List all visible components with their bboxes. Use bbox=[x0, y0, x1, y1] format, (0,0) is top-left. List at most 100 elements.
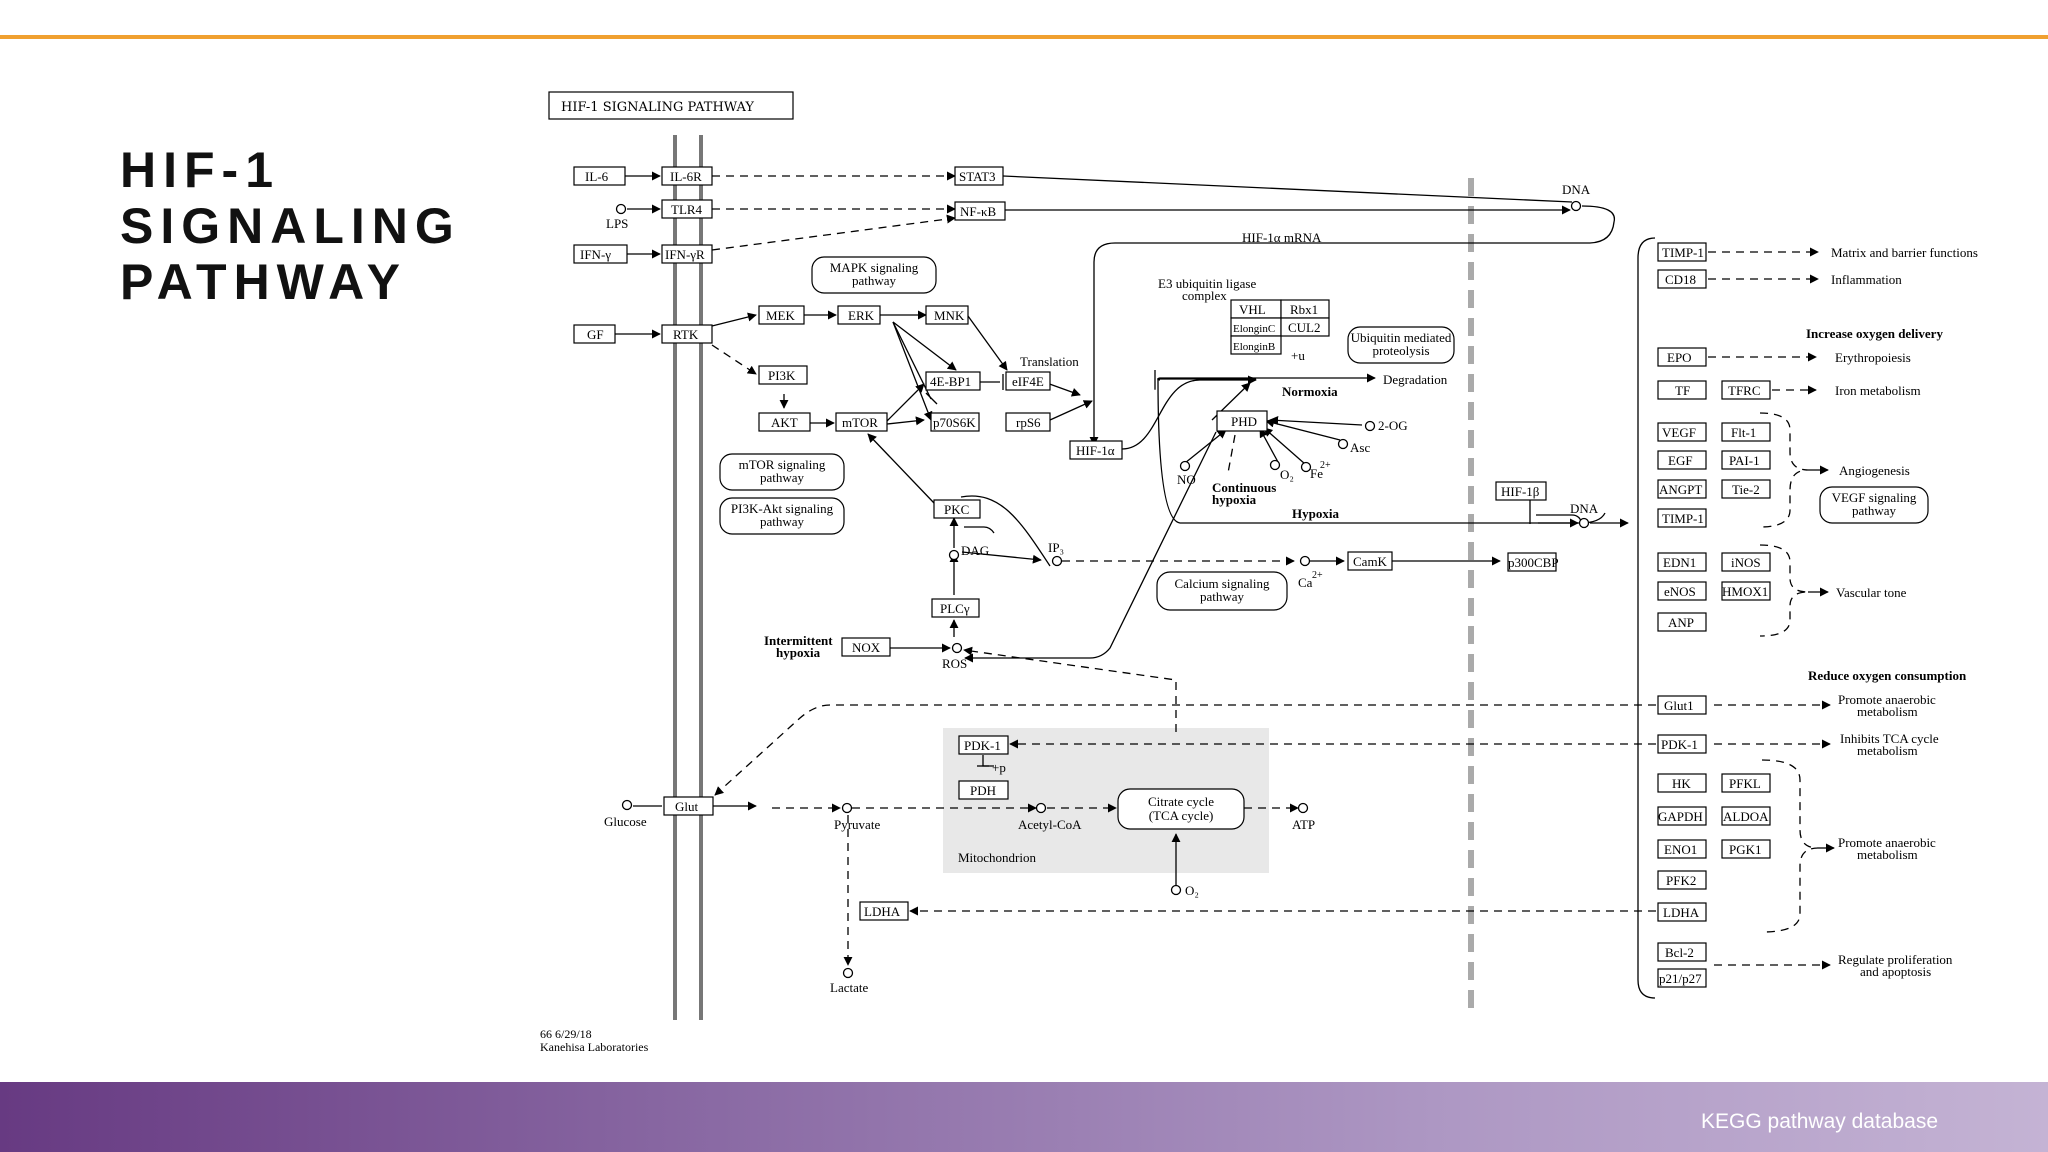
svg-text:Citrate cycle: Citrate cycle bbox=[1148, 794, 1214, 809]
node-glut1: Glut1 bbox=[1657, 695, 1707, 715]
slide-title: HIF-1 SIGNALING PATHWAY bbox=[120, 142, 461, 310]
svg-text:CUL2: CUL2 bbox=[1288, 320, 1321, 335]
svg-text:TIMP-1: TIMP-1 bbox=[1662, 511, 1704, 526]
svg-text:VEGF: VEGF bbox=[1662, 425, 1696, 440]
node-epo: EPO bbox=[1657, 347, 1707, 367]
slide-title-line-2: SIGNALING bbox=[120, 198, 461, 254]
node-gf: GF bbox=[573, 324, 616, 344]
node-ifnyr: IFN-γR bbox=[661, 244, 713, 264]
svg-text:proteolysis: proteolysis bbox=[1372, 343, 1429, 358]
svg-text:metabolism: metabolism bbox=[1857, 704, 1918, 719]
node-aldoa: ALDOA bbox=[1721, 806, 1771, 826]
map-vegf-signaling[interactable]: VEGF signaling pathway bbox=[1819, 486, 1929, 524]
node-phd: PHD bbox=[1216, 410, 1268, 432]
node-egf: EGF bbox=[1657, 450, 1707, 470]
map-pi3k-akt-signaling[interactable]: PI3K-Akt signaling pathway bbox=[719, 497, 845, 535]
svg-text:pathway: pathway bbox=[852, 273, 897, 288]
svg-text:p70S6K: p70S6K bbox=[933, 415, 976, 430]
svg-text:PAI-1: PAI-1 bbox=[1729, 453, 1760, 468]
svg-text:ANGPT: ANGPT bbox=[1659, 482, 1702, 497]
svg-text:hypoxia: hypoxia bbox=[776, 645, 821, 660]
svg-text:Normoxia: Normoxia bbox=[1282, 384, 1338, 399]
svg-text:NOX: NOX bbox=[852, 640, 881, 655]
svg-text:PLCγ: PLCγ bbox=[940, 601, 970, 616]
svg-text:PKC: PKC bbox=[944, 502, 969, 517]
svg-text:and apoptosis: and apoptosis bbox=[1860, 964, 1931, 979]
svg-text:RTK: RTK bbox=[673, 327, 699, 342]
svg-text:CamK: CamK bbox=[1353, 554, 1388, 569]
svg-text:Inhibits TCA cycle: Inhibits TCA cycle bbox=[1840, 731, 1939, 746]
svg-text:TLR4: TLR4 bbox=[671, 202, 703, 217]
node-elonginc: ElonginC bbox=[1230, 317, 1282, 337]
map-citrate-cycle[interactable]: Citrate cycle (TCA cycle) bbox=[1117, 788, 1245, 830]
svg-text:CD18: CD18 bbox=[1665, 272, 1696, 287]
svg-text:TFRC: TFRC bbox=[1728, 383, 1761, 398]
node-il6: IL-6 bbox=[573, 166, 626, 186]
node-ifny: IFN-γ bbox=[573, 244, 628, 264]
diagram-labels: LPS DNA HIF-1α mRNA E3 ubiquitin ligase … bbox=[604, 182, 1978, 995]
node-enos: eNOS bbox=[1657, 581, 1707, 601]
svg-text:LDHA: LDHA bbox=[1663, 905, 1700, 920]
node-mtor: mTOR bbox=[835, 412, 888, 432]
node-vegf: VEGF bbox=[1657, 422, 1707, 442]
svg-text:4E-BP1: 4E-BP1 bbox=[930, 374, 971, 389]
svg-text:ANP: ANP bbox=[1668, 615, 1694, 630]
svg-text:O₂: O₂ bbox=[1280, 467, 1294, 482]
svg-text:Inflammation: Inflammation bbox=[1831, 272, 1902, 287]
svg-text:Regulate proliferation: Regulate proliferation bbox=[1838, 952, 1953, 967]
svg-text:PI3K: PI3K bbox=[768, 368, 796, 383]
slide-title-line-3: PATHWAY bbox=[120, 254, 407, 310]
svg-text:p21/p27: p21/p27 bbox=[1659, 971, 1702, 986]
svg-text:2-OG: 2-OG bbox=[1378, 418, 1408, 433]
svg-text:mTOR: mTOR bbox=[842, 415, 878, 430]
node-mek: MEK bbox=[758, 305, 805, 325]
node-tf: TF bbox=[1657, 380, 1707, 400]
svg-text:pathway: pathway bbox=[1852, 503, 1897, 518]
svg-text:Increase oxygen delivery: Increase oxygen delivery bbox=[1806, 326, 1943, 341]
svg-text:Iron metabolism: Iron metabolism bbox=[1835, 383, 1921, 398]
node-hif1b: HIF-1β bbox=[1495, 481, 1547, 501]
node-cd18: CD18 bbox=[1657, 269, 1707, 289]
diagram-title: HIF-1 SIGNALING PATHWAY bbox=[561, 100, 754, 115]
svg-text:Bcl-2: Bcl-2 bbox=[1665, 945, 1694, 960]
cell-membrane bbox=[673, 135, 703, 1020]
node-tlr4: TLR4 bbox=[661, 199, 713, 219]
node-gapdh: GAPDH bbox=[1657, 806, 1707, 826]
node-erk: ERK bbox=[837, 305, 881, 325]
map-mtor-signaling[interactable]: mTOR signaling pathway bbox=[719, 453, 845, 491]
svg-text:Glut1: Glut1 bbox=[1664, 698, 1694, 713]
svg-text:Vascular tone: Vascular tone bbox=[1836, 585, 1907, 600]
svg-text:AKT: AKT bbox=[771, 415, 798, 430]
svg-text:PI3K-Akt signaling: PI3K-Akt signaling bbox=[731, 501, 834, 516]
node-flt1: Flt-1 bbox=[1721, 422, 1771, 442]
node-timp1: TIMP-1 bbox=[1657, 242, 1707, 262]
diagram-credit-org: Kanehisa Laboratories bbox=[540, 1040, 649, 1054]
hif1-pathway-diagram: Mitochondrion HIF-1 SIGNALING PATHWAY bbox=[540, 91, 1978, 1054]
svg-text:HIF-1α: HIF-1α bbox=[1076, 443, 1115, 458]
svg-text:PFK2: PFK2 bbox=[1666, 873, 1696, 888]
svg-text:Reduce oxygen consumption: Reduce oxygen consumption bbox=[1808, 668, 1967, 683]
node-camk: CamK bbox=[1347, 551, 1393, 571]
svg-text:hypoxia: hypoxia bbox=[1212, 492, 1257, 507]
node-ldha: LDHA bbox=[859, 901, 909, 921]
svg-text:complex: complex bbox=[1182, 288, 1227, 303]
footer-bar: KEGG pathway database bbox=[0, 1082, 2048, 1152]
map-calcium-signaling[interactable]: Calcium signaling pathway bbox=[1156, 571, 1288, 611]
node-glut: Glut bbox=[663, 796, 714, 816]
node-hif1a: HIF-1α bbox=[1069, 440, 1123, 460]
svg-text:IP₃: IP₃ bbox=[1048, 540, 1064, 555]
node-cul2: CUL2 bbox=[1280, 317, 1330, 337]
label-mitochondrion: Mitochondrion bbox=[958, 850, 1036, 865]
svg-text:Calcium signaling: Calcium signaling bbox=[1175, 576, 1270, 591]
map-ubiquitin-proteolysis[interactable]: Ubiquitin mediated proteolysis bbox=[1347, 326, 1455, 364]
node-tie2: Tie-2 bbox=[1721, 479, 1771, 499]
svg-text:Pyruvate: Pyruvate bbox=[834, 817, 880, 832]
svg-text:metabolism: metabolism bbox=[1857, 847, 1918, 862]
svg-text:Promote anaerobic: Promote anaerobic bbox=[1838, 692, 1936, 707]
map-mapk-signaling[interactable]: MAPK signaling pathway bbox=[811, 256, 937, 294]
node-elonginb: ElonginB bbox=[1230, 335, 1282, 355]
node-mnk: MNK bbox=[925, 305, 969, 325]
svg-text:STAT3: STAT3 bbox=[959, 169, 996, 184]
svg-text:LDHA: LDHA bbox=[864, 904, 901, 919]
svg-text:IFN-γ: IFN-γ bbox=[580, 247, 611, 262]
